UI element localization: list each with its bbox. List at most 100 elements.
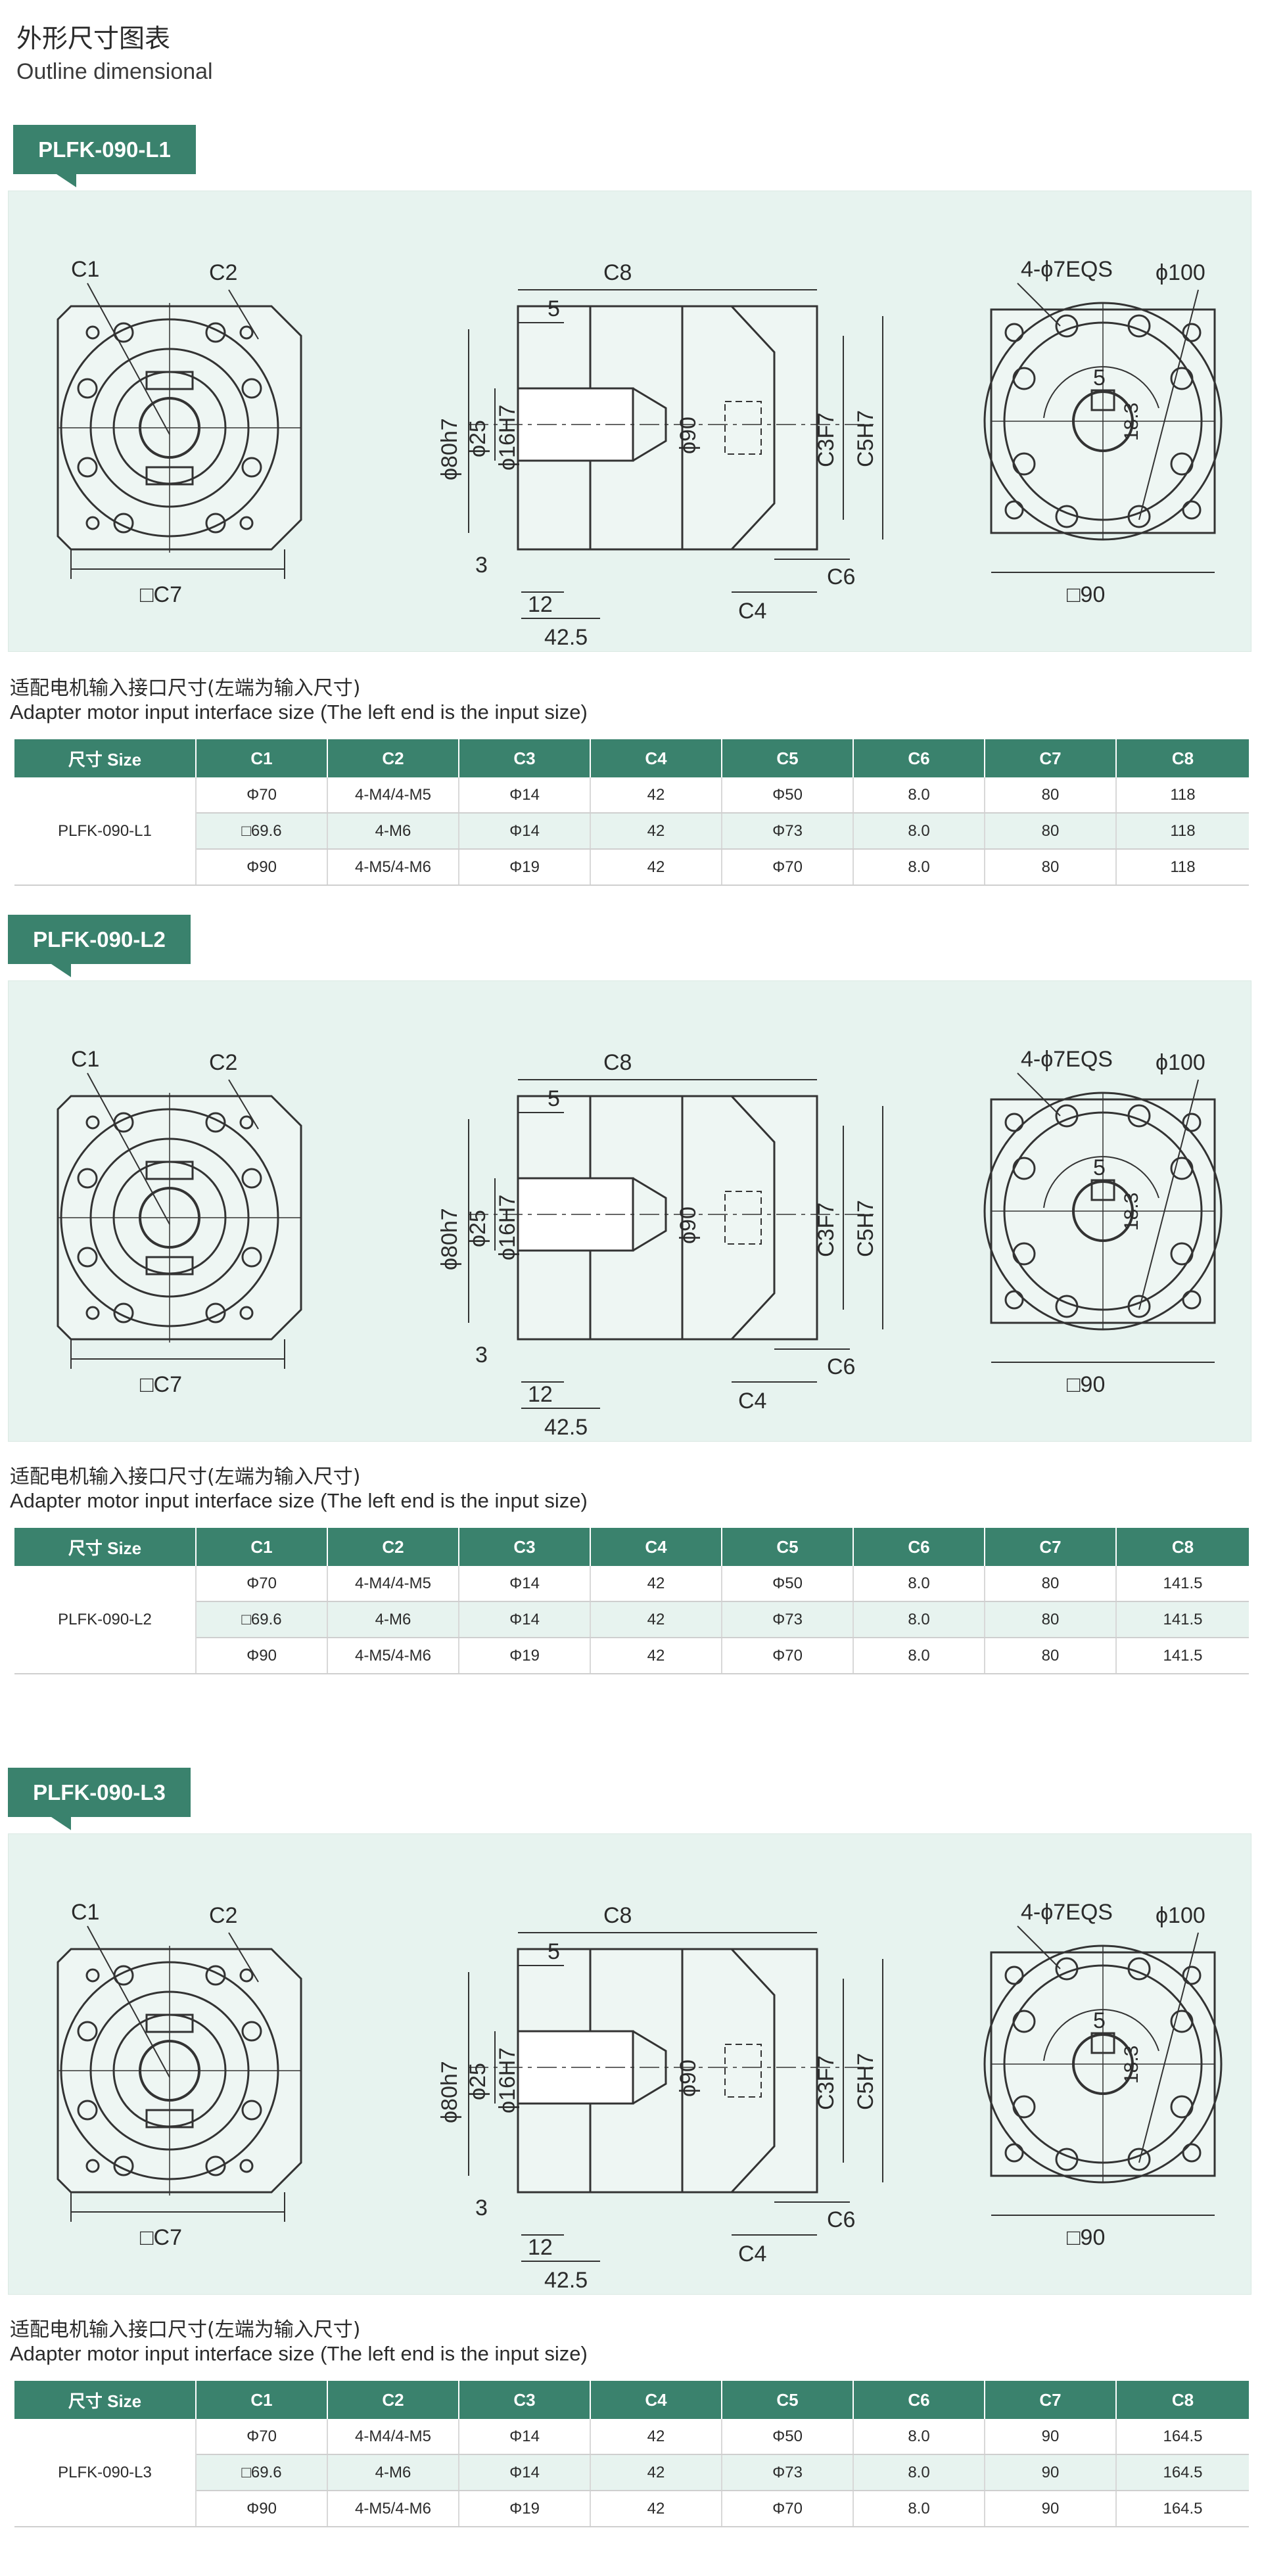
label-three: 3 bbox=[475, 553, 488, 578]
label-c3: C3F7 bbox=[814, 413, 839, 467]
table-cell: Φ50 bbox=[722, 1566, 854, 1602]
label-d16: ϕ16H7 bbox=[495, 405, 520, 471]
label-d25: ϕ25 bbox=[465, 2063, 490, 2100]
label-c4: C4 bbox=[738, 2242, 766, 2266]
table-cell: 4-M5/4-M6 bbox=[327, 849, 459, 886]
label-twelve: 12 bbox=[528, 1382, 553, 1407]
table-cell: 4-M6 bbox=[327, 1601, 459, 1638]
model-tab-label: PLFK-090-L2 bbox=[33, 927, 166, 952]
table-cell: 90 bbox=[985, 2491, 1117, 2527]
table-cell: Φ70 bbox=[722, 849, 854, 886]
input-flange-view bbox=[57, 1925, 302, 2222]
column-header: C3 bbox=[459, 739, 591, 777]
label-five: 5 bbox=[548, 296, 560, 321]
table-cell: Φ70 bbox=[196, 1566, 328, 1602]
interface-caption-en: Adapter motor input interface size (The … bbox=[10, 1489, 588, 1512]
label-42-5: 42.5 bbox=[544, 625, 588, 650]
table-cell: 42 bbox=[590, 1638, 722, 1674]
table-cell: 42 bbox=[590, 2419, 722, 2455]
column-header: C3 bbox=[459, 2381, 591, 2419]
tab-notch bbox=[51, 964, 71, 977]
column-header: C6 bbox=[853, 739, 985, 777]
table-cell: Φ14 bbox=[459, 1566, 591, 1602]
table-cell: 80 bbox=[985, 849, 1117, 886]
label-c1: C1 bbox=[71, 1047, 99, 1072]
table-cell: 8.0 bbox=[853, 2419, 985, 2455]
model-tab: PLFK-090-L1 bbox=[13, 125, 196, 187]
interface-caption-cn: 适配电机输入接口尺寸(左端为输入尺寸) bbox=[10, 2318, 361, 2341]
drawing-panel: C1 C2 □C7 C8 5 3 12 42.5 C4 C6 ϕ80h7 ϕ25… bbox=[8, 191, 1251, 652]
label-d80: ϕ80h7 bbox=[437, 1208, 462, 1270]
model-tab: PLFK-090-L2 bbox=[8, 915, 191, 977]
side-section-view bbox=[468, 289, 883, 619]
table-cell: □69.6 bbox=[196, 1601, 328, 1638]
label-42-5: 42.5 bbox=[544, 1415, 588, 1440]
interface-caption-en: Adapter motor input interface size (The … bbox=[10, 2342, 588, 2365]
label-c5: C5H7 bbox=[853, 1200, 878, 1257]
label-d80: ϕ80h7 bbox=[437, 418, 462, 480]
table-cell: 141.5 bbox=[1116, 1601, 1249, 1638]
column-header: C1 bbox=[196, 2381, 328, 2419]
label-c8: C8 bbox=[603, 1903, 632, 1928]
table-cell: 42 bbox=[590, 2454, 722, 2491]
label-42-5: 42.5 bbox=[544, 2268, 588, 2293]
label-d80: ϕ80h7 bbox=[437, 2061, 462, 2123]
label-d16: ϕ16H7 bbox=[495, 2048, 520, 2113]
table-cell: 141.5 bbox=[1116, 1566, 1249, 1602]
label-d25: ϕ25 bbox=[465, 420, 490, 457]
table-cell: 118 bbox=[1116, 849, 1249, 886]
table-cell: 42 bbox=[590, 1601, 722, 1638]
model-tab: PLFK-090-L3 bbox=[8, 1768, 191, 1830]
model-cell: PLFK-090-L1 bbox=[14, 777, 197, 886]
table-cell: 90 bbox=[985, 2454, 1117, 2491]
interface-caption-cn: 适配电机输入接口尺寸(左端为输入尺寸) bbox=[10, 1465, 361, 1488]
label-key-width: 5 bbox=[1093, 365, 1106, 390]
table-cell: 42 bbox=[590, 777, 722, 814]
side-section-view bbox=[468, 1932, 883, 2262]
technical-drawing: C1 C2 □C7 C8 5 3 12 42.5 C4 C6 ϕ80h7 ϕ25… bbox=[57, 1047, 1223, 1440]
side-section-view bbox=[468, 1079, 883, 1409]
table-cell: Φ14 bbox=[459, 813, 591, 850]
label-holes: 4-ϕ7EQS bbox=[1021, 257, 1113, 282]
label-c7: □C7 bbox=[140, 582, 182, 607]
table-cell: Φ14 bbox=[459, 2419, 591, 2455]
table-cell: 118 bbox=[1116, 777, 1249, 814]
table-cell: 90 bbox=[985, 2419, 1117, 2455]
label-c8: C8 bbox=[603, 1050, 632, 1075]
table-cell: 8.0 bbox=[853, 2491, 985, 2527]
column-header: 尺寸 Size bbox=[14, 2381, 197, 2419]
table-cell: 80 bbox=[985, 1638, 1117, 1674]
table-cell: 4-M6 bbox=[327, 2454, 459, 2491]
table-cell: Φ70 bbox=[196, 2419, 328, 2455]
label-key-height: 18.3 bbox=[1121, 2046, 1142, 2084]
label-d16: ϕ16H7 bbox=[495, 1195, 520, 1260]
model-cell: PLFK-090-L2 bbox=[14, 1566, 197, 1674]
table-cell: □69.6 bbox=[196, 813, 328, 850]
label-d90: ϕ90 bbox=[676, 417, 701, 454]
table-cell: 4-M5/4-M6 bbox=[327, 2491, 459, 2527]
table-cell: 42 bbox=[590, 849, 722, 886]
label-sq90: □90 bbox=[1067, 1372, 1105, 1397]
label-c6: C6 bbox=[827, 1354, 855, 1379]
column-header: C7 bbox=[985, 739, 1117, 777]
technical-drawing: C1 C2 □C7 C8 5 3 12 42.5 C4 C6 ϕ80h7 ϕ25… bbox=[57, 1900, 1223, 2293]
label-c8: C8 bbox=[603, 260, 632, 285]
drawing-panel: C1 C2 □C7 C8 5 3 12 42.5 C4 C6 ϕ80h7 ϕ25… bbox=[8, 980, 1251, 1442]
column-header: 尺寸 Size bbox=[14, 739, 197, 777]
input-flange-view bbox=[57, 283, 302, 579]
output-flange-view bbox=[983, 1072, 1223, 1363]
table-cell: Φ90 bbox=[196, 1638, 328, 1674]
label-twelve: 12 bbox=[528, 2235, 553, 2260]
label-five: 5 bbox=[548, 1939, 560, 1964]
label-c2: C2 bbox=[209, 260, 237, 285]
column-header: C8 bbox=[1116, 739, 1249, 777]
table-cell: 42 bbox=[590, 2491, 722, 2527]
table-cell: 8.0 bbox=[853, 813, 985, 850]
column-header: C7 bbox=[985, 1528, 1117, 1566]
model-tab-label: PLFK-090-L1 bbox=[38, 137, 171, 162]
